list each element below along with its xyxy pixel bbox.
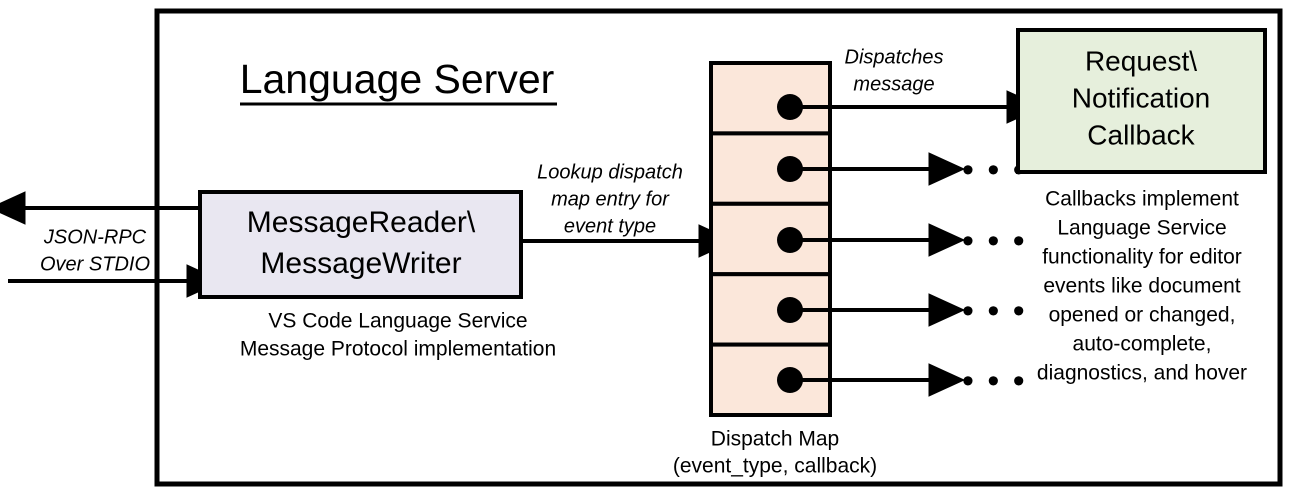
callback-caption-line1: Callbacks implement (1045, 188, 1239, 211)
jsonrpc-label-line2: Over STDIO (40, 253, 150, 275)
lookup-annotation-line3: event type (564, 215, 656, 237)
jsonrpc-label-line1: JSON-RPC (43, 226, 147, 248)
dispatch-annotation-line1: Dispatches (845, 46, 944, 68)
callback-box-line3: Callback (1087, 119, 1195, 150)
callback-box-line1: Request\ (1085, 45, 1197, 76)
language-server-boundary (154, 8, 1283, 487)
request-notification-callback-box[interactable] (1016, 28, 1267, 174)
callback-caption-line7: diagnostics, and hover (1037, 362, 1247, 385)
callback-box-line2: Notification (1072, 82, 1211, 113)
dispatch-map-row-1[interactable] (709, 61, 832, 136)
dispatch-row-3-ellipsis: • • • (962, 222, 1027, 260)
callback-caption-line2: Language Service (1057, 217, 1226, 240)
dispatch-row-5-ellipsis: • • • (962, 362, 1027, 400)
message-box-line2: MessageWriter (260, 247, 461, 280)
lookup-annotation-line2: map entry for (551, 188, 670, 210)
dispatch-row-2-ellipsis: • • • (962, 151, 1027, 189)
callback-caption-line5: opened or changed, (1049, 304, 1236, 327)
message-box-caption-line2: Message Protocol implementation (240, 338, 556, 361)
page-title: Language Server (240, 56, 555, 102)
callback-caption-line4: events like document (1043, 275, 1240, 298)
dispatch-annotation-line2: message (853, 73, 934, 95)
message-box-line1: MessageReader\ (247, 206, 476, 239)
dispatch-row-4-ellipsis: • • • (962, 292, 1027, 330)
callback-caption-line6: auto-complete, (1073, 333, 1212, 356)
dispatch-map-caption-line1: Dispatch Map (711, 428, 839, 451)
dispatch-map-caption-line2: (event_type, callback) (673, 455, 877, 478)
message-reader-writer-box[interactable] (198, 190, 523, 299)
callback-caption-line3: functionality for editor (1042, 246, 1242, 269)
message-box-caption-line1: VS Code Language Service (268, 310, 527, 333)
lookup-annotation-line1: Lookup dispatch (537, 161, 683, 183)
